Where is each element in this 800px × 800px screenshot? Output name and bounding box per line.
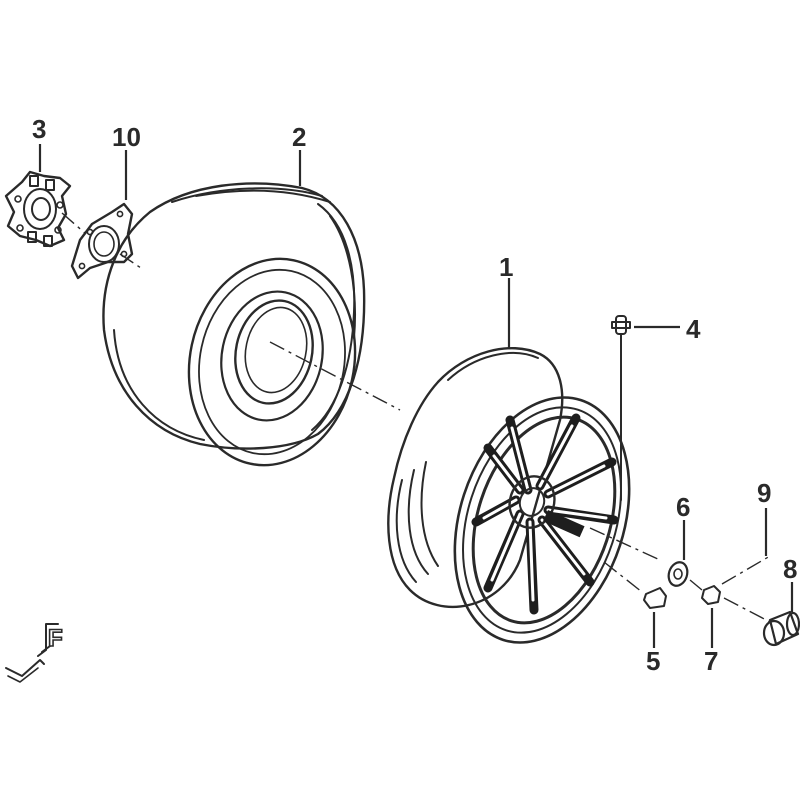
callout-labels: 1 2 3 4 5 6 7 8 9 10	[32, 114, 797, 676]
callout-tire: 2	[292, 122, 306, 152]
washer	[667, 561, 689, 587]
callout-plate: 10	[112, 122, 141, 152]
axle-nut	[689, 579, 721, 605]
wheel-nut	[603, 561, 667, 609]
brake-plate	[70, 202, 134, 280]
tire	[102, 182, 366, 467]
leader-lines	[38, 144, 794, 648]
callout-valve: 4	[686, 314, 701, 344]
callout-axle-nut: 7	[704, 646, 718, 676]
callout-wheel-nut: 5	[646, 646, 660, 676]
axle-cap	[723, 597, 800, 647]
valve-stem	[611, 315, 631, 501]
cotter-pin	[721, 555, 771, 585]
wheel-rim	[387, 346, 661, 644]
callout-washer: 6	[676, 492, 690, 522]
callout-rim: 1	[499, 252, 513, 282]
direction-letter: F	[48, 625, 63, 652]
direction-marker: F	[5, 623, 63, 683]
callout-cotter-pin: 9	[757, 478, 771, 508]
callout-cap: 8	[783, 554, 797, 584]
callout-hub: 3	[32, 114, 46, 144]
wheel-hub	[4, 170, 72, 248]
assembly-centerline	[61, 212, 401, 411]
